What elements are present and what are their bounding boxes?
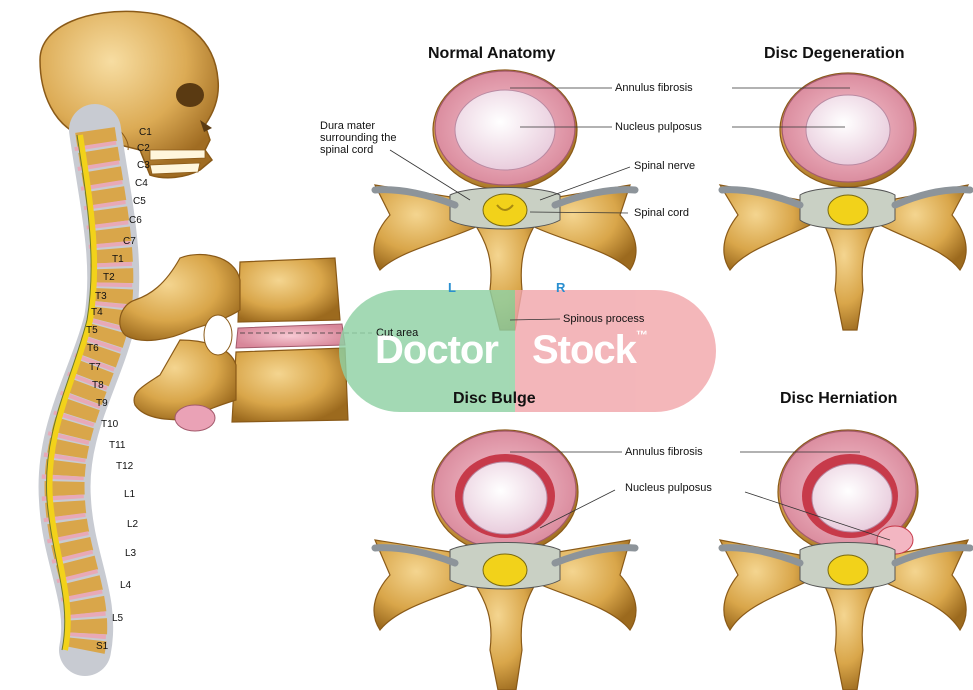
label-annulus-fibrosis-bottom: Annulus fibrosis [625, 446, 703, 458]
panel-title-normal: Normal Anatomy [428, 45, 555, 63]
vertebra-label-t8: T8 [92, 380, 104, 391]
label-annulus-fibrosis: Annulus fibrosis [615, 82, 693, 94]
herniation-vertebra [720, 430, 970, 690]
label-spinal-cord: Spinal cord [634, 207, 689, 219]
vertebra-label-l2: L2 [127, 519, 138, 530]
label-dura-mater-2: surrounding the [320, 132, 396, 144]
vertebra-label-t1: T1 [112, 254, 124, 265]
watermark-stock-text: Stock [532, 328, 636, 372]
vertebra-label-l1: L1 [124, 489, 135, 500]
vertebra-label-c6: C6 [129, 215, 142, 226]
vertebra-label-l5: L5 [112, 613, 123, 624]
vertebra-label-l3: L3 [125, 548, 136, 559]
label-right-side: R [556, 280, 565, 295]
vertebra-label-t7: T7 [89, 362, 101, 373]
vertebra-label-t5: T5 [86, 325, 98, 336]
label-spinous-process: Spinous process [563, 313, 644, 325]
vertebra-label-t4: T4 [91, 307, 103, 318]
vertebra-label-s1: S1 [96, 641, 108, 652]
vertebra-label-t2: T2 [103, 272, 115, 283]
label-nucleus-pulposus-bottom: Nucleus pulposus [625, 482, 712, 494]
vertebra-label-c4: C4 [135, 178, 148, 189]
vertebra-label-t6: T6 [87, 343, 99, 354]
vertebra-label-t9: T9 [96, 398, 108, 409]
watermark-trademark: ™ [636, 328, 647, 342]
skull [40, 11, 218, 177]
vertebra-label-t10: T10 [101, 419, 118, 430]
label-dura-mater-1: Dura mater [320, 120, 375, 132]
label-left-side: L [448, 280, 456, 295]
vertebra-label-c3: C3 [137, 160, 150, 171]
degeneration-vertebra [720, 73, 970, 330]
panel-title-bulge: Disc Bulge [453, 390, 536, 408]
panel-title-herniation: Disc Herniation [780, 390, 897, 408]
vertebra-label-c7: C7 [123, 236, 136, 247]
lateral-vertebrae [120, 254, 372, 431]
vertebra-label-c5: C5 [133, 196, 146, 207]
vertebra-label-t3: T3 [95, 291, 107, 302]
vertebra-label-c2: C2 [137, 143, 150, 154]
panel-title-degeneration: Disc Degeneration [764, 45, 904, 63]
label-nucleus-pulposus: Nucleus pulposus [615, 121, 702, 133]
bulge-vertebra [374, 430, 636, 690]
watermark-word-stock: Stock™ [532, 328, 647, 373]
vertebra-label-t11: T11 [109, 440, 126, 451]
watermark-word-doctor: Doctor [375, 328, 498, 373]
label-spinal-nerve: Spinal nerve [634, 160, 695, 172]
vertebra-label-c1: C1 [139, 127, 152, 138]
vertebra-label-l4: L4 [120, 580, 131, 591]
label-dura-mater-3: spinal cord [320, 144, 373, 156]
vertebra-label-t12: T12 [116, 461, 133, 472]
